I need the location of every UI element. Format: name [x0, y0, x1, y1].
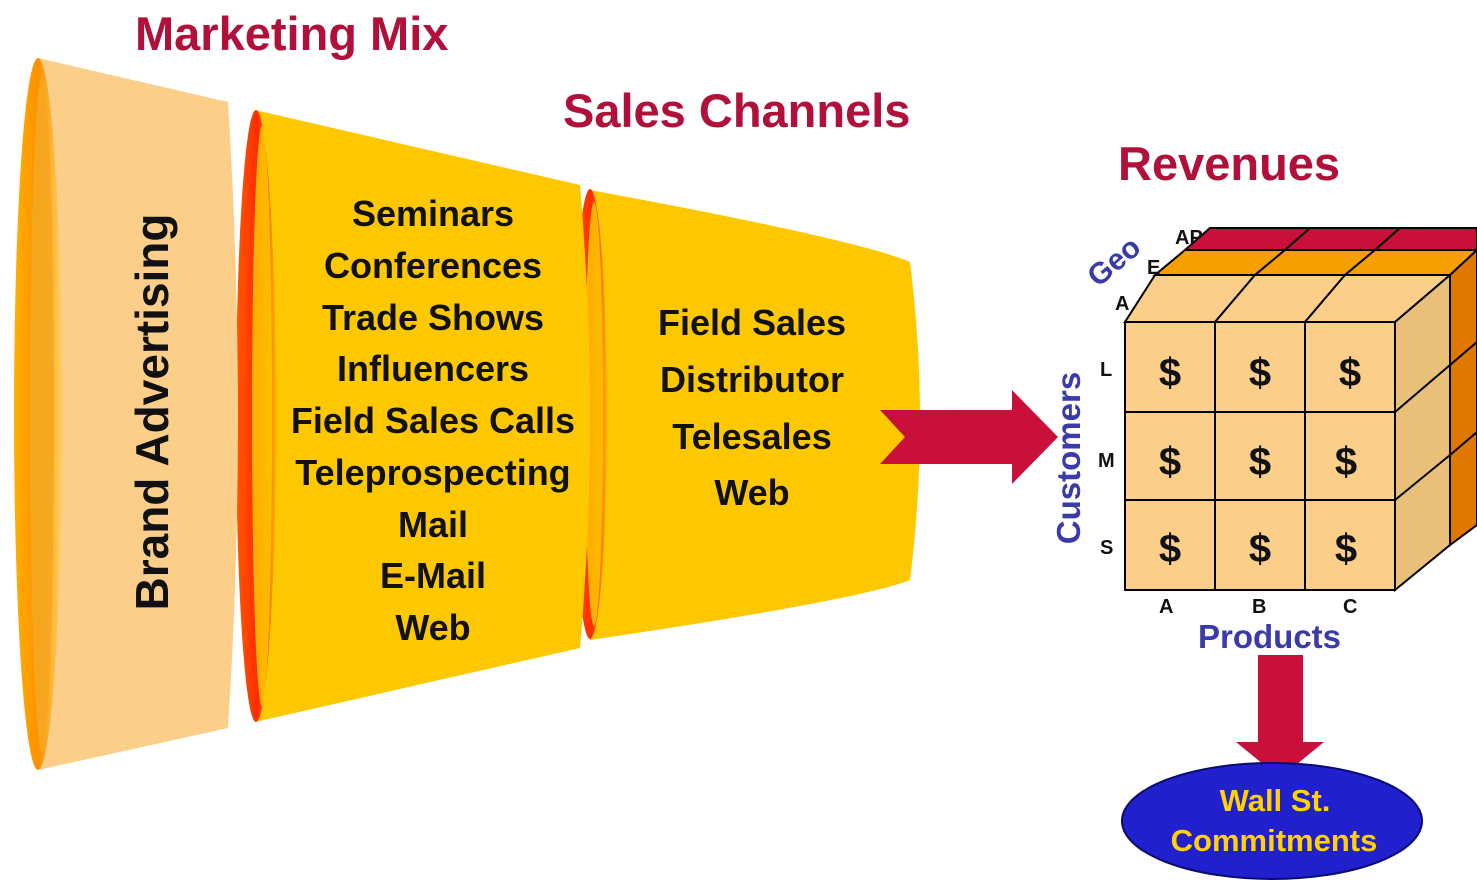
- marketing-item: Influencers: [337, 348, 529, 389]
- commitments-label: Commitments: [1171, 823, 1378, 858]
- geo-tick: AP: [1175, 227, 1203, 249]
- customer-tick: M: [1098, 450, 1115, 472]
- marketing-item: Mail: [398, 504, 468, 545]
- marketing-item: Field Sales Calls: [291, 400, 575, 441]
- marketing-item: E-Mail: [380, 555, 486, 596]
- products-axis-label: Products: [1198, 618, 1341, 655]
- revenue-cell: $: [1159, 527, 1181, 571]
- wall-st-commitments-oval: [1121, 762, 1423, 880]
- cube-cells: $ $ $ $ $ $ $ $ $: [1159, 351, 1361, 571]
- marketing-item: Trade Shows: [322, 297, 544, 338]
- channel-item: Telesales: [672, 416, 831, 457]
- revenue-cell: $: [1159, 351, 1181, 395]
- channel-item: Field Sales: [658, 302, 846, 343]
- marketing-item: Teleprospecting: [295, 452, 570, 493]
- wall-st-label: Wall St.: [1220, 783, 1331, 818]
- customer-tick: L: [1100, 359, 1112, 381]
- marketing-mix-title: Marketing Mix: [135, 7, 448, 60]
- channel-item: Distributor: [660, 359, 844, 400]
- revenue-cell: $: [1339, 351, 1361, 395]
- product-tick: C: [1343, 596, 1357, 618]
- channel-item: Web: [714, 472, 789, 513]
- revenue-cube: [1123, 227, 1477, 593]
- funnel-segment-channels: [573, 189, 920, 640]
- marketing-item: Seminars: [352, 193, 514, 234]
- marketing-item: Web: [395, 607, 470, 648]
- channel-items-list: Field Sales Distributor Telesales Web: [658, 302, 846, 513]
- down-arrow-icon: [1236, 655, 1324, 778]
- customer-tick: S: [1100, 537, 1113, 559]
- revenue-cell: $: [1335, 440, 1357, 484]
- geo-tick: A: [1115, 293, 1129, 315]
- product-tick: B: [1252, 596, 1266, 618]
- right-arrow-icon: [880, 390, 1058, 484]
- funnel-segment-marketing: [236, 110, 590, 722]
- brand-advertising-label: Brand Advertising: [126, 213, 178, 610]
- customers-axis-label: Customers: [1050, 372, 1087, 544]
- geo-axis-label: Geo: [1081, 231, 1147, 294]
- revenue-cell: $: [1335, 527, 1357, 571]
- revenue-cell: $: [1249, 440, 1271, 484]
- marketing-item: Conferences: [324, 245, 542, 286]
- revenue-cell: $: [1249, 527, 1271, 571]
- geo-tick: E: [1147, 257, 1160, 279]
- revenues-title: Revenues: [1118, 137, 1340, 190]
- revenue-cell: $: [1159, 440, 1181, 484]
- marketing-items-list: Seminars Conferences Trade Shows Influen…: [291, 193, 575, 648]
- revenue-cell: $: [1249, 351, 1271, 395]
- sales-channels-title: Sales Channels: [563, 84, 910, 137]
- funnel-segment-brand: [14, 58, 238, 770]
- product-tick: A: [1159, 596, 1173, 618]
